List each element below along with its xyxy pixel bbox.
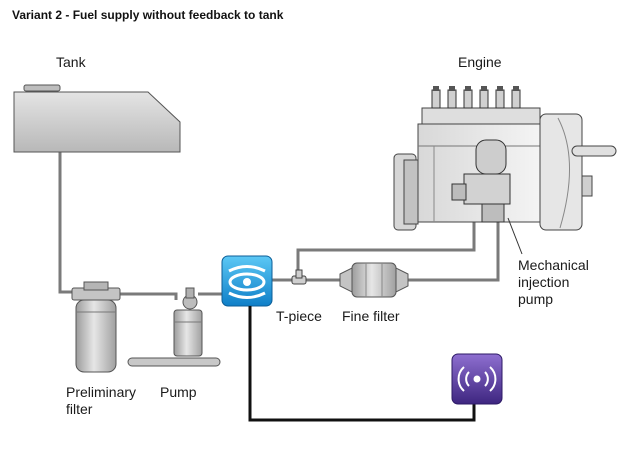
wireless-transmitter-icon bbox=[451, 353, 503, 405]
tank-label: Tank bbox=[56, 54, 86, 70]
fuel-tank bbox=[13, 84, 181, 153]
preliminary-filter bbox=[71, 281, 121, 373]
fuel-line-prefilter-to-pump bbox=[118, 292, 178, 300]
engine bbox=[393, 86, 617, 231]
mechanical-injection-pump-label: Mechanical injection pump bbox=[518, 257, 589, 307]
pump-label: Pump bbox=[160, 384, 197, 400]
t-piece bbox=[291, 269, 307, 285]
preliminary-filter-label: Preliminary filter bbox=[66, 384, 137, 417]
t-piece-label: T-piece bbox=[276, 308, 322, 324]
fuel-line-tank-to-prefilter bbox=[58, 152, 74, 294]
fuel-pump bbox=[127, 287, 221, 367]
fine-filter-label: Fine filter bbox=[342, 308, 400, 324]
fuel-line-finefilter-to-pump bbox=[408, 222, 500, 282]
diagram-title: Variant 2 - Fuel supply without feedback… bbox=[12, 8, 284, 22]
fine-filter bbox=[339, 262, 409, 298]
engine-label: Engine bbox=[458, 54, 502, 70]
injection-pump-leader bbox=[507, 217, 523, 255]
fuel-line-tpiece-to-engine bbox=[296, 222, 476, 274]
signal-cable bbox=[248, 306, 476, 422]
flow-sensor-icon bbox=[221, 255, 273, 307]
